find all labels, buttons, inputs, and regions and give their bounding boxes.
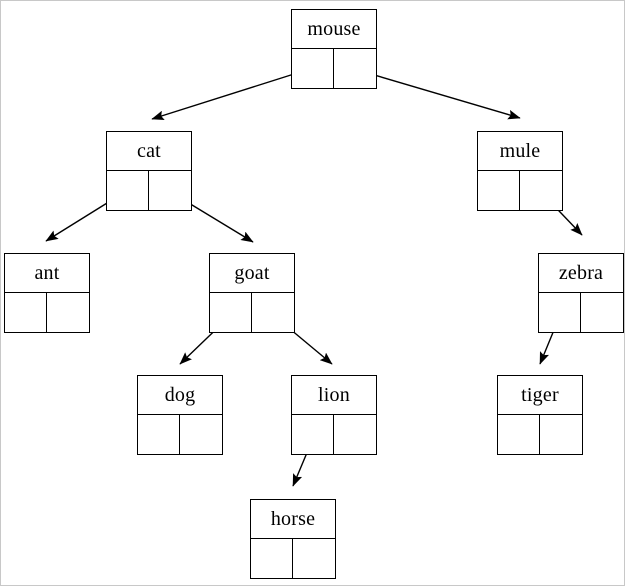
node-left-pointer-cell — [210, 293, 252, 332]
node-right-pointer-cell — [334, 415, 376, 454]
node-key-label: ant — [5, 254, 89, 293]
tree-node-cat[interactable]: cat — [106, 131, 192, 211]
node-pointer-row — [138, 415, 222, 454]
node-pointer-row — [498, 415, 582, 454]
node-pointer-row — [292, 415, 376, 454]
node-key-label: lion — [292, 376, 376, 415]
node-right-pointer-cell — [180, 415, 222, 454]
node-pointer-row — [251, 539, 335, 578]
tree-node-dog[interactable]: dog — [137, 375, 223, 455]
node-left-pointer-cell — [5, 293, 47, 332]
node-right-pointer-cell — [540, 415, 582, 454]
node-key-label: tiger — [498, 376, 582, 415]
node-pointer-row — [5, 293, 89, 332]
node-key-label: dog — [138, 376, 222, 415]
node-left-pointer-cell — [498, 415, 540, 454]
tree-node-zebra[interactable]: zebra — [538, 253, 624, 333]
node-left-pointer-cell — [292, 415, 334, 454]
node-key-label: mouse — [292, 10, 376, 49]
node-left-pointer-cell — [251, 539, 293, 578]
tree-node-mouse[interactable]: mouse — [291, 9, 377, 89]
node-right-pointer-cell — [252, 293, 294, 332]
node-pointer-row — [478, 171, 562, 210]
node-key-label: zebra — [539, 254, 623, 293]
tree-edge-mouse-right-mule — [353, 68, 521, 120]
node-left-pointer-cell — [138, 415, 180, 454]
tree-node-mule[interactable]: mule — [477, 131, 563, 211]
node-left-pointer-cell — [292, 49, 334, 88]
tree-node-tiger[interactable]: tiger — [497, 375, 583, 455]
node-left-pointer-cell — [478, 171, 520, 210]
node-left-pointer-cell — [107, 171, 149, 210]
node-right-pointer-cell — [293, 539, 335, 578]
node-right-pointer-cell — [149, 171, 191, 210]
node-right-pointer-cell — [334, 49, 376, 88]
node-key-label: mule — [478, 132, 562, 171]
node-left-pointer-cell — [539, 293, 581, 332]
tree-node-ant[interactable]: ant — [4, 253, 90, 333]
node-key-label: cat — [107, 132, 191, 171]
node-right-pointer-cell — [520, 171, 562, 210]
tree-edge-mouse-left-cat — [151, 67, 314, 121]
node-key-label: horse — [251, 500, 335, 539]
node-key-label: goat — [210, 254, 294, 293]
node-right-pointer-cell — [581, 293, 623, 332]
node-pointer-row — [210, 293, 294, 332]
tree-node-goat[interactable]: goat — [209, 253, 295, 333]
tree-node-horse[interactable]: horse — [250, 499, 336, 579]
node-right-pointer-cell — [47, 293, 89, 332]
tree-node-lion[interactable]: lion — [291, 375, 377, 455]
node-pointer-row — [539, 293, 623, 332]
node-pointer-row — [107, 171, 191, 210]
node-pointer-row — [292, 49, 376, 88]
